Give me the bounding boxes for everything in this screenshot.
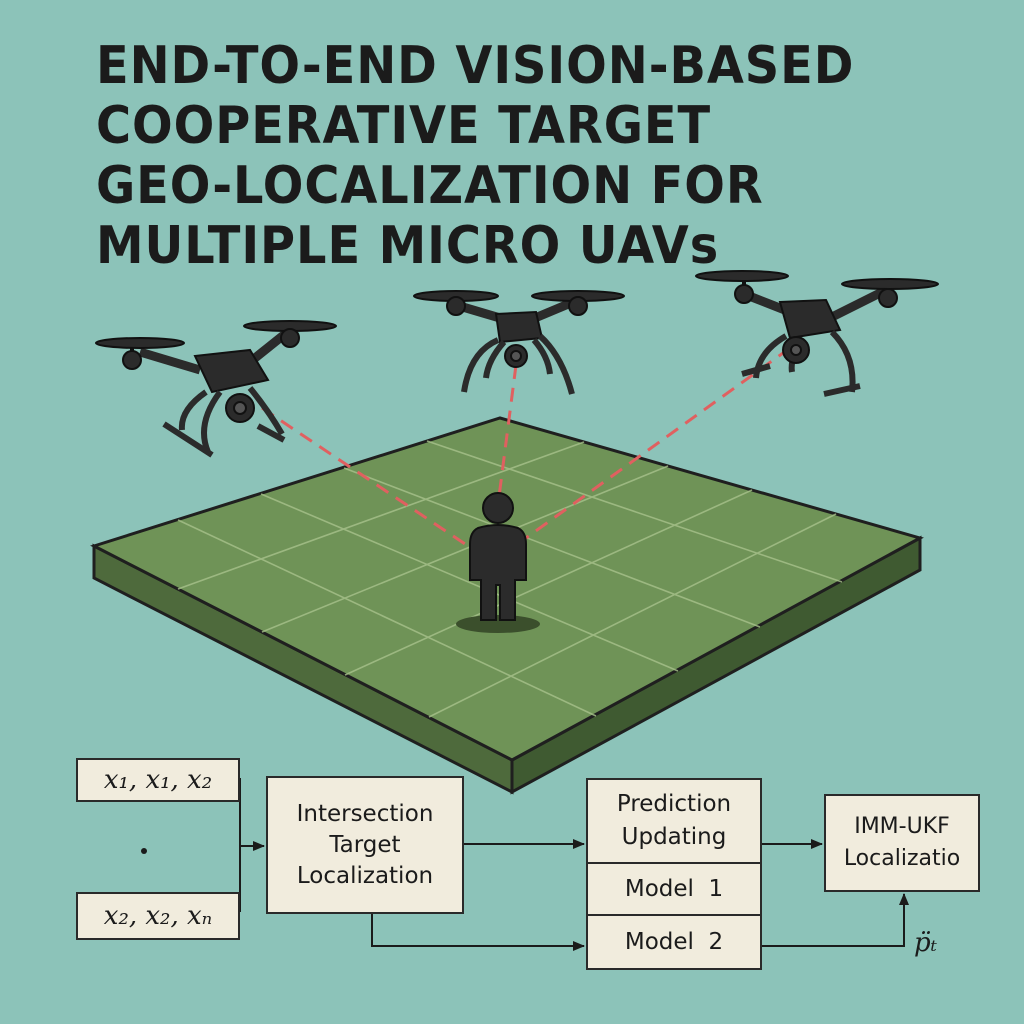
title-line-2: COOPERATIVE TARGET: [96, 96, 712, 156]
target-person: [456, 492, 540, 633]
sight-lines: [261, 346, 791, 552]
target-head: [482, 492, 514, 524]
input-box-last: x₂, x₂, xₙ: [76, 892, 240, 940]
intersection-localization-box: Intersection Target Localization: [266, 776, 464, 914]
input-box-first: x₁, x₁, x₂: [76, 758, 240, 802]
model-2-cell: Model 2: [588, 916, 760, 968]
title-line-1: END-TO-END VISION-BASED: [96, 36, 855, 96]
prediction-updating-box: Prediction Updating Model 1 Model 2: [586, 778, 762, 970]
intersection-line-1: Intersection: [296, 800, 434, 827]
drone-center: [413, 290, 625, 395]
imm-line-1: IMM-UKF: [854, 814, 950, 839]
intersection-line-3: Localization: [296, 862, 434, 889]
sightline-center: [494, 364, 518, 521]
prediction-label: Prediction: [616, 791, 732, 817]
intersection-line-2: Target: [329, 831, 401, 858]
prediction-header: Prediction Updating: [588, 780, 760, 864]
title-line-4: MULTIPLE MICRO UAVs: [96, 216, 720, 276]
model-2-label: Model 2: [624, 929, 724, 955]
output-estimate-label: p̈ₜ: [914, 928, 938, 958]
target-body: [469, 524, 527, 621]
input-last-text: x₂, x₂, xₙ: [103, 901, 213, 931]
flow-connectors: [239, 778, 909, 951]
arrow-model2-to-imm: [762, 893, 909, 947]
input-first-text: x₁, x₁, x₂: [103, 765, 213, 795]
ellipsis-dot: [141, 848, 147, 854]
arrow-intersection-to-model2: [371, 914, 585, 951]
sightline-right: [525, 346, 791, 540]
title-line-3: GEO-LOCALIZATION FOR: [96, 156, 764, 216]
model-1-label: Model 1: [624, 876, 724, 902]
page-title: END-TO-END VISION-BASED COOPERATIVE TARG…: [96, 36, 924, 276]
model-1-cell: Model 1: [588, 864, 760, 916]
sightline-left: [261, 406, 475, 552]
field-grid: [177, 440, 843, 718]
imm-line-2: Localizatio: [843, 846, 961, 871]
imm-ukf-box: IMM-UKF Localizatio: [824, 794, 980, 892]
drone-right: [695, 270, 939, 397]
target-shadow: [456, 615, 540, 633]
updating-label: Updating: [621, 824, 727, 850]
drone-left: [95, 320, 337, 458]
